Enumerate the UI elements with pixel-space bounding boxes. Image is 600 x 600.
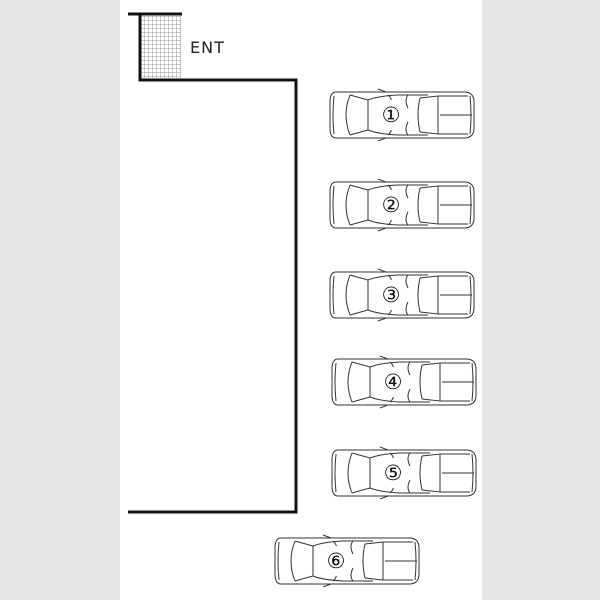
space-number: ⑥ xyxy=(321,546,351,576)
space-number: ④ xyxy=(378,367,408,397)
space-number: ② xyxy=(376,190,406,220)
parking-space-1: ① xyxy=(328,86,476,144)
parking-space-4: ④ xyxy=(330,353,478,411)
parking-space-5: ⑤ xyxy=(330,444,478,502)
space-number: ① xyxy=(376,100,406,130)
entrance-label: ENT xyxy=(190,38,225,57)
space-number: ③ xyxy=(376,280,406,310)
parking-space-6: ⑥ xyxy=(273,532,421,590)
building-outline xyxy=(128,14,298,514)
car-icon xyxy=(274,534,420,588)
space-number: ⑤ xyxy=(378,458,408,488)
entrance-hatch-area xyxy=(141,16,181,78)
parking-space-3: ③ xyxy=(328,266,476,324)
parking-space-2: ② xyxy=(328,176,476,234)
